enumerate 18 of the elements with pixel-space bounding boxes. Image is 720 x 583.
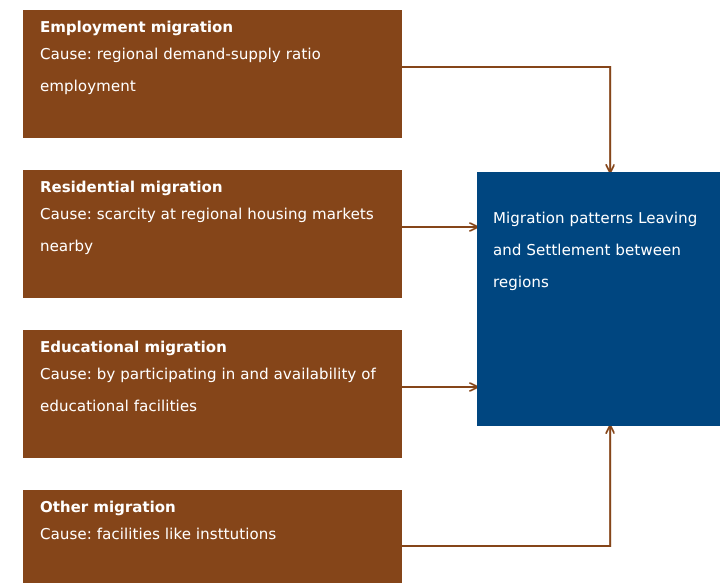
box-text: Cause: scarcity at regional housing markets nearby	[40, 204, 375, 257]
box-heading: Educational migration	[40, 337, 228, 358]
box-heading: Employment migration	[40, 17, 234, 38]
result-box	[477, 172, 720, 426]
box-text: Cause: by participating in and availability of educational facilities	[40, 364, 377, 417]
box-text: Cause: facilities like insttutions	[40, 524, 278, 545]
box-heading: Residential migration	[40, 177, 224, 198]
arrow	[402, 382, 479, 392]
arrow	[402, 424, 616, 547]
cause-box	[23, 170, 402, 298]
cause-box	[23, 490, 402, 583]
cause-box	[23, 10, 402, 138]
box-text: Cause: regional demand-supply ratio employment	[40, 44, 322, 97]
box-heading: Other migration	[40, 497, 177, 518]
box-text: Migration patterns Leaving and Settlement between regions	[493, 208, 698, 293]
arrow	[402, 66, 616, 174]
cause-box	[23, 330, 402, 458]
arrow	[402, 222, 479, 232]
